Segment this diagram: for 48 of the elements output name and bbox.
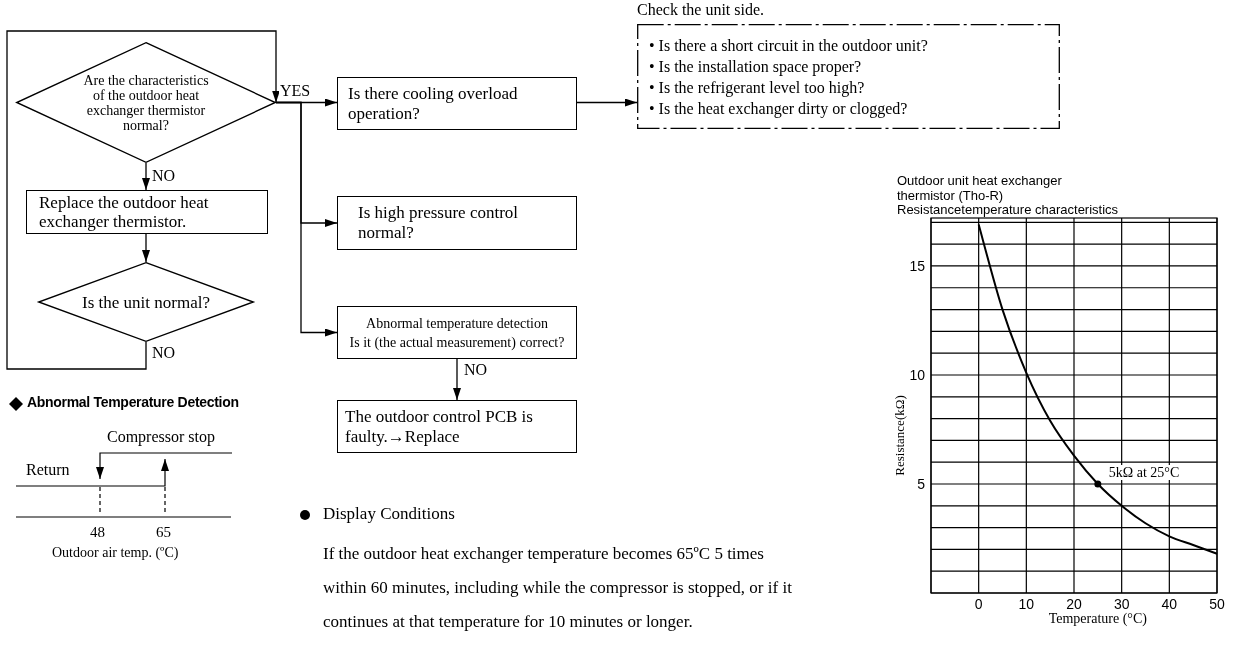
tick-label: 10 <box>909 367 925 383</box>
arrow <box>6 30 280 370</box>
tick-label: 5 <box>917 476 925 492</box>
tick-label: 15 <box>909 257 925 274</box>
axis-title: Resistance(kΩ) <box>892 395 907 476</box>
edge-label: NO <box>151 344 177 361</box>
edge-label: YES <box>279 82 312 99</box>
tick-label: 0 <box>974 596 983 612</box>
tick-label: 48 <box>90 524 105 540</box>
process-box <box>337 77 577 130</box>
process-box <box>26 190 268 234</box>
section-heading: Abnormal Temperature Detection <box>27 394 239 411</box>
arrow <box>576 98 638 107</box>
edge-label: NO <box>151 167 177 184</box>
paragraph: If the outdoor heat exchanger temperature becomes 65ºC 5 times within 60 minutes, including while the compressor is stopped, or if it continues at that temperature for 10 minutes or longer. <box>323 543 793 633</box>
tick-label: 20 <box>1066 596 1082 612</box>
edge-label: NO <box>463 361 489 378</box>
tick-label: 40 <box>1161 596 1178 612</box>
section-heading: Display Conditions <box>323 503 455 525</box>
axis-label: Outdoor air temp. (ºC) <box>52 545 179 561</box>
diagram-label: Return <box>26 461 70 479</box>
process-box <box>337 196 577 250</box>
diagram-label: Compressor stop <box>107 428 215 446</box>
node-text: Is there cooling overload operation? <box>348 83 519 124</box>
arrow <box>142 162 150 191</box>
tick-label: 30 <box>1113 596 1130 612</box>
node-text: Are the characteristics of the outdoor heat exchanger thermistor normal? <box>82 72 210 133</box>
tick-label: 65 <box>156 524 171 540</box>
list-item: • Is the heat exchanger dirty or clogged? <box>649 98 909 119</box>
node-text: Replace the outdoor heat exchanger thermistor. <box>39 193 210 231</box>
annotation: 5kΩ at 25°C <box>1107 465 1181 480</box>
list-item: • Is the installation space proper? <box>649 56 863 77</box>
process-box <box>337 306 577 359</box>
node-text: Abnormal temperature detection <box>365 314 549 333</box>
tick-label: 10 <box>1018 596 1035 612</box>
node-text: Is the unit normal? <box>81 292 211 312</box>
chart-title: Outdoor unit heat exchanger thermistor (Tho-R) Resistancetemperature characteristics <box>897 174 1120 218</box>
node-text: The outdoor control PCB is faulty.→Replace <box>345 406 534 447</box>
process-box <box>337 400 577 453</box>
arrow <box>142 233 150 263</box>
arrow <box>275 101 338 337</box>
tick-label: 50 <box>1209 596 1225 612</box>
node-text: Is it (the actual measurement) correct? <box>348 333 566 352</box>
list-item: • Is the refrigerant level too high? <box>649 77 866 98</box>
list-item: • Is there a short circuit in the outdoor unit? <box>649 35 929 56</box>
arrow <box>453 358 461 401</box>
node-text: Is high pressure control normal? <box>358 203 520 243</box>
axis-title: Temperature (°C) <box>1048 611 1147 626</box>
